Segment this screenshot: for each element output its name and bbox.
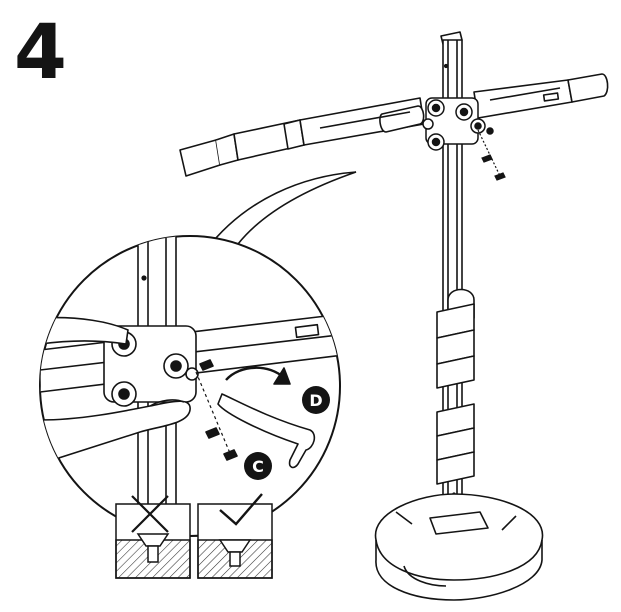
check-mark-icon bbox=[219, 493, 263, 526]
cross-mark-icon bbox=[131, 495, 169, 533]
main-hub bbox=[422, 97, 494, 151]
callout-badge-C: C bbox=[244, 452, 272, 480]
svg-text:D: D bbox=[309, 391, 322, 410]
main-screws bbox=[477, 129, 506, 181]
callout-badge-D: D bbox=[302, 386, 330, 414]
pole-grip-upper bbox=[436, 288, 475, 389]
magnified-detail bbox=[40, 236, 340, 536]
step-number: 4 bbox=[14, 7, 67, 96]
lamp-base bbox=[374, 493, 544, 601]
svg-text:C: C bbox=[252, 457, 264, 476]
pole-grip-lower bbox=[436, 403, 475, 485]
rotate-arrow-icon bbox=[273, 367, 291, 385]
panel-correct bbox=[197, 493, 273, 579]
horizontal-arm bbox=[179, 73, 609, 177]
panel-incorrect bbox=[115, 495, 191, 579]
